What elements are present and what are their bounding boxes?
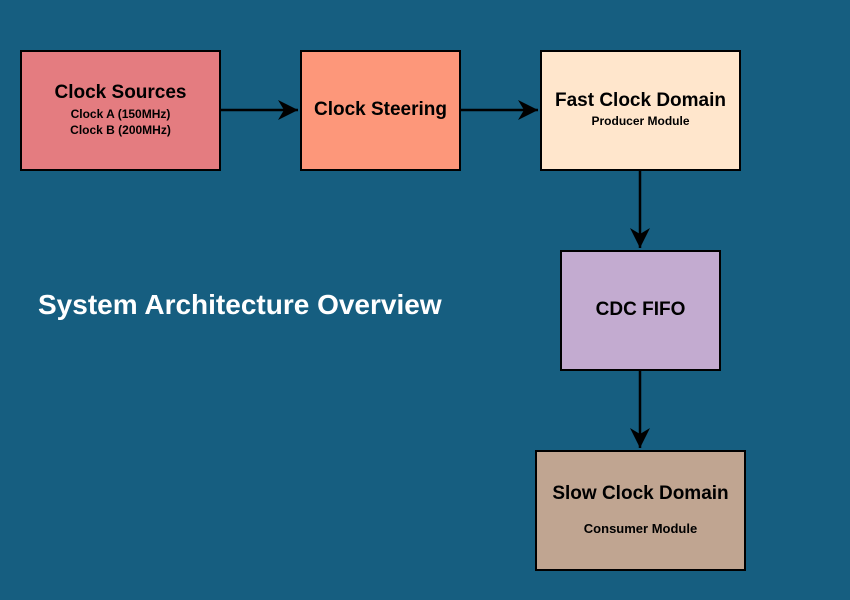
- cdc-fifo-title: CDC FIFO: [595, 299, 686, 320]
- slow-clock-domain-title: Slow Clock Domain: [552, 483, 729, 504]
- clock-steering-title: Clock Steering: [313, 99, 448, 120]
- clock-b-label: Clock B (200MHz): [70, 123, 171, 137]
- clock-sources-title: Clock Sources: [54, 82, 187, 103]
- fast-clock-domain-node[interactable]: Fast Clock Domain Producer Module: [540, 50, 741, 171]
- producer-module-label: Producer Module: [591, 114, 690, 128]
- diagram-title: System Architecture Overview: [38, 289, 442, 320]
- clock-a-label: Clock A (150MHz): [70, 107, 171, 121]
- cdc-fifo-node[interactable]: CDC FIFO: [560, 250, 721, 371]
- consumer-module-label: Consumer Module: [583, 521, 698, 536]
- fast-clock-domain-title: Fast Clock Domain: [554, 90, 727, 111]
- slow-clock-domain-node[interactable]: Slow Clock Domain Consumer Module: [535, 450, 746, 571]
- clock-steering-node[interactable]: Clock Steering: [300, 50, 461, 171]
- clock-sources-node[interactable]: Clock Sources Clock A (150MHz) Clock B (…: [20, 50, 221, 171]
